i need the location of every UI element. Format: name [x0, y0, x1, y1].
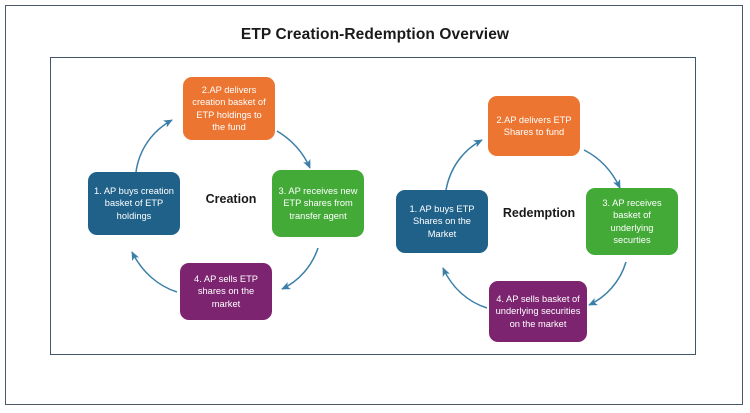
- redemption-step-2-node[interactable]: 2.AP delivers ETP Shares to fund: [488, 96, 580, 156]
- creation-cycle-label: Creation: [205, 192, 257, 206]
- creation-step-3-node[interactable]: 3. AP receives new ETP shares from trans…: [272, 170, 364, 237]
- creation-step-1-node[interactable]: 1. AP buys creation basket of ETP holdin…: [88, 172, 180, 235]
- redemption-step-1-node[interactable]: 1. AP buys ETP Shares on the Market: [396, 190, 488, 253]
- creation-step-2-node[interactable]: 2.AP delivers creation basket of ETP hol…: [183, 77, 275, 140]
- redemption-cycle-label: Redemption: [502, 206, 576, 220]
- redemption-step-4-node[interactable]: 4. AP sells basket of underlying securit…: [489, 281, 587, 342]
- redemption-step-3-node[interactable]: 3. AP receives basket of underlying secu…: [586, 188, 678, 255]
- creation-step-4-node[interactable]: 4. AP sells ETP shares on the market: [180, 263, 272, 320]
- page-title: ETP Creation-Redemption Overview: [240, 26, 510, 43]
